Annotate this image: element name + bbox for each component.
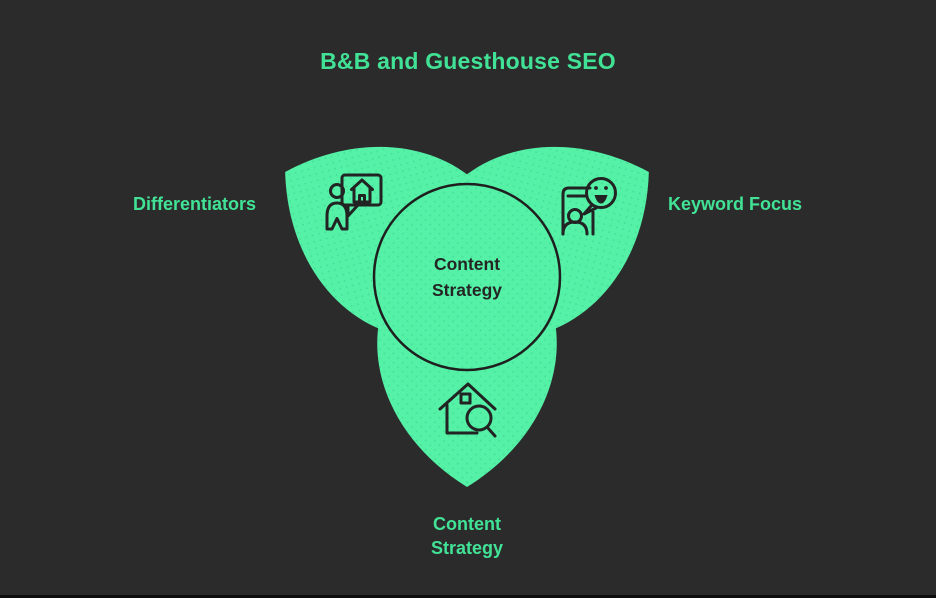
presenter-house-icon: [325, 173, 383, 231]
label-content-strategy: Content Strategy: [367, 512, 567, 560]
center-label: Content Strategy: [377, 251, 557, 303]
label-content-strategy-line1: Content: [433, 514, 501, 534]
center-label-line2: Strategy: [431, 280, 503, 300]
house-search-icon: [438, 382, 497, 438]
page-title: B&B and Guesthouse SEO: [320, 48, 616, 74]
label-differentiators: Differentiators: [133, 194, 257, 214]
bottom-divider: [0, 595, 936, 598]
center-circle-texture: [376, 186, 558, 368]
label-content-strategy-line2: Strategy: [430, 538, 504, 558]
phone-review-chat-icon: [561, 177, 617, 236]
center-label-line1: Content: [433, 254, 501, 274]
label-keyword-focus: Keyword Focus: [668, 194, 803, 214]
